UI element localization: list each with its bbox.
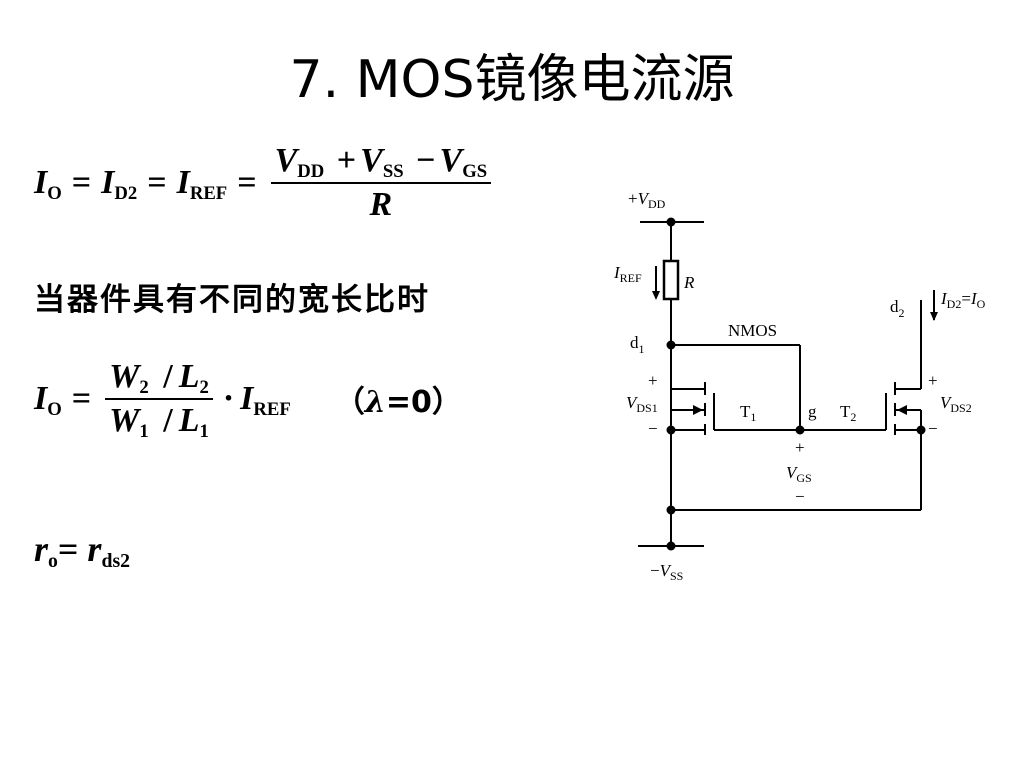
io-symbol: IO	[34, 380, 62, 420]
equation-ratio-current: IO = W2 /L2 W1 /L1 · IREF （λ=0）	[34, 358, 462, 442]
vds1-minus: −	[648, 419, 658, 438]
fraction-denominator: W1 /L1	[109, 402, 209, 442]
equals-sign: =	[71, 380, 92, 417]
equation-output-current: IO = ID2 = IREF = VDD +VSS −VGS R	[34, 142, 495, 224]
nmos-label: NMOS	[728, 321, 777, 340]
slide-title: 7. MOS镜像电流源	[289, 50, 735, 110]
vdd-label: +VDD	[628, 189, 666, 211]
vgs-minus: −	[795, 487, 805, 506]
iref-symbol: IREF	[240, 380, 291, 420]
equals-sign: =	[237, 164, 257, 201]
junction-dot	[666, 340, 676, 350]
iref-label: IREF	[613, 263, 642, 285]
junction-dot	[666, 505, 676, 515]
vds2-minus: −	[928, 419, 938, 438]
gate-label: g	[808, 402, 817, 421]
id2-arrowhead	[930, 312, 938, 321]
vds1-label: VDS1	[626, 393, 658, 415]
t2-label: T2	[840, 402, 856, 424]
id2-label: ID2=IO	[940, 289, 986, 311]
junction-dot	[666, 425, 676, 435]
fraction-denominator: R	[369, 186, 393, 223]
vds2-plus: +	[928, 371, 938, 390]
junction-dot	[795, 425, 805, 435]
equals-sign: =	[147, 164, 167, 201]
vss-label: −VSS	[650, 561, 683, 583]
vds2-label: VDS2	[940, 393, 972, 415]
dot-operator: ·	[222, 380, 235, 417]
lambda-condition: （λ=0）	[334, 385, 462, 420]
vgs-plus: +	[795, 438, 805, 457]
fraction: W2 /L2 W1 /L1	[105, 358, 213, 442]
equation-output-resistance: ro= rds2	[34, 529, 131, 572]
d1-label: d1	[630, 333, 645, 356]
t1-label: T1	[740, 402, 756, 424]
fraction: VDD +VSS −VGS R	[270, 142, 492, 224]
d2-label: d2	[890, 297, 905, 320]
junction-dot	[666, 217, 676, 227]
iref-symbol: IREF	[176, 164, 228, 204]
note-text: 当器件具有不同的宽长比时	[34, 282, 430, 318]
resistor-r	[662, 259, 680, 301]
junction-dot	[666, 541, 676, 551]
iref-arrowhead	[652, 291, 660, 300]
fraction-numerator: VDD +VSS −VGS	[270, 142, 492, 184]
resistor-label: R	[683, 273, 695, 292]
fraction-numerator: W2 /L2	[105, 358, 213, 400]
id2-symbol: ID2	[101, 164, 138, 204]
vgs-label: VGS	[786, 463, 812, 485]
junction-dot	[916, 425, 926, 435]
vds1-plus: +	[648, 371, 658, 390]
t2-body-arrow	[897, 405, 907, 415]
equals-sign: =	[71, 164, 92, 201]
t1-body-arrow	[693, 405, 703, 415]
io-symbol: IO	[34, 164, 62, 204]
